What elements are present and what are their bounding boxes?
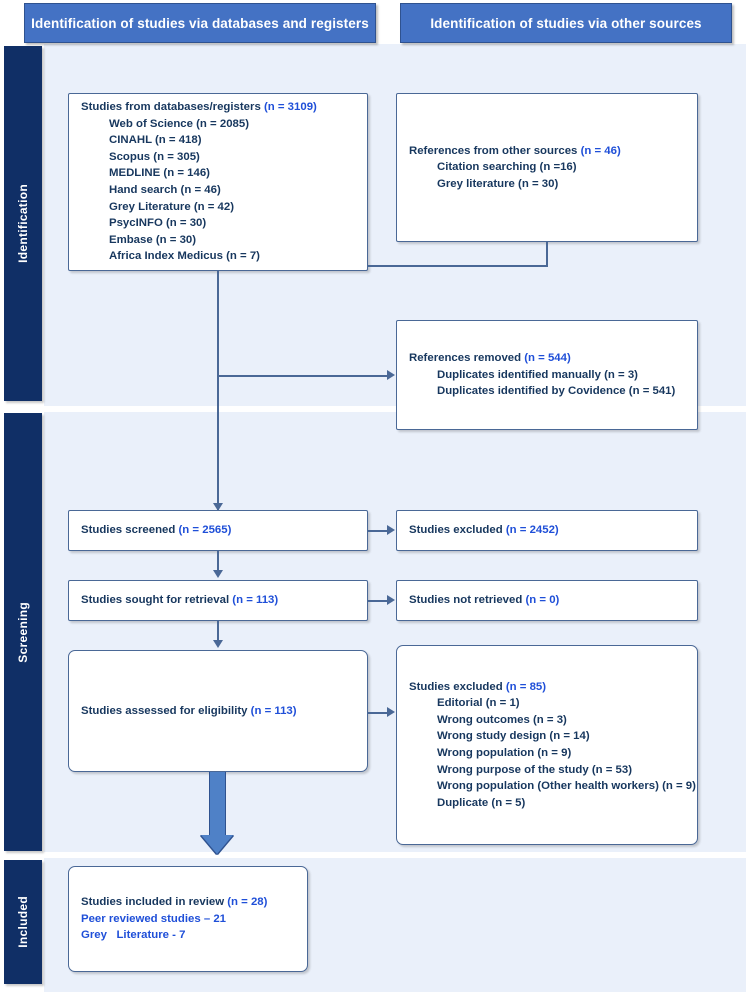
box-databases-item: PsycINFO (n = 30) [109,217,207,230]
box-studies-excluded-eligibility-item: Wrong population (n = 9) [437,747,572,759]
connector-identification-spine [217,271,219,511]
box-studies-screened-title: Studies screened (n = 2565) [81,524,232,537]
connector-screened-to-excluded [368,530,388,532]
box-studies-excluded-eligibility: Studies excluded (n = 85) Editorial (n =… [396,645,698,845]
box-databases-item: Africa Index Medicus (n = 7) [109,250,260,263]
block-arrow-head [201,835,233,854]
arrow-right-to-studies-excluded [387,524,395,535]
box-references-removed-item: Duplicates identified manually (n = 3) [437,368,638,381]
stage-band-identification-label: Identification [16,184,30,263]
header-bar-databases: Identification of studies via databases … [24,3,376,43]
box-studies-excluded-screened-title: Studies excluded (n = 2452) [409,524,559,537]
box-databases-item: Grey Literature (n = 42) [109,200,235,213]
box-studies-excluded-eligibility-item: Duplicate (n = 5) [437,796,526,809]
box-studies-excluded-eligibility-item: Wrong population (Other health workers) … [437,780,696,793]
box-other-sources-item: Citation searching (n =16) [437,161,577,174]
box-studies-included-line: Grey Literature - 7 [81,929,186,942]
stage-band-screening: Screening [4,413,42,851]
box-databases-item: Scopus (n = 305) [109,150,200,163]
connector-sought-to-eligibility [217,621,219,642]
box-studies-included-line: Peer reviewed studies – 21 [81,912,226,925]
connector-other-sources-left [368,265,548,267]
box-studies-excluded-eligibility-item: Wrong outcomes (n = 3) [437,713,567,726]
arrow-right-to-studies-excluded-eligibility [387,706,395,717]
connector-sought-to-not-retrieved [368,600,388,602]
box-studies-sought: Studies sought for retrieval (n = 113) [68,580,368,621]
stage-band-included: Included [4,860,42,984]
box-other-sources-title: References from other sources (n = 46) [409,144,621,157]
box-studies-screened: Studies screened (n = 2565) [68,510,368,551]
connector-screened-to-sought [217,551,219,572]
arrow-down-to-sought [212,570,223,578]
stage-band-included-label: Included [16,896,30,948]
box-studies-included-title: Studies included in review (n = 28) [81,896,268,909]
box-studies-excluded-eligibility-title: Studies excluded (n = 85) [409,680,547,693]
connector-to-references-removed [217,375,388,377]
box-databases-item: Hand search (n = 46) [109,184,221,196]
box-studies-not-retrieved-title: Studies not retrieved (n = 0) [409,594,560,607]
box-databases-registers: Studies from databases/registers (n = 31… [68,93,368,271]
block-arrow-shaft [209,772,226,836]
stage-band-identification: Identification [4,46,42,401]
box-databases-item: MEDLINE (n = 146) [109,167,210,180]
box-databases-item: Web of Science (n = 2085) [109,117,250,130]
block-arrow-to-included [201,772,234,854]
arrow-right-to-not-retrieved [387,594,395,605]
arrow-down-to-eligibility [212,640,223,648]
header-bar-databases-label: Identification of studies via databases … [31,15,369,31]
box-studies-excluded-eligibility-item: Wrong purpose of the study (n = 53) [437,763,633,776]
box-studies-included: Studies included in review (n = 28) Peer… [68,866,308,972]
box-references-removed: References removed (n = 544) Duplicates … [396,320,698,430]
header-bar-other-sources: Identification of studies via other sour… [400,3,732,43]
box-studies-not-retrieved: Studies not retrieved (n = 0) [396,580,698,621]
header-bar-other-sources-label: Identification of studies via other sour… [430,15,702,31]
box-references-removed-item: Duplicates identified by Covidence (n = … [437,385,676,398]
stage-band-screening-label: Screening [16,601,30,663]
box-studies-eligibility-title: Studies assessed for eligibility (n = 11… [81,704,297,717]
box-databases-item: CINAHL (n = 418) [109,134,202,147]
box-studies-sought-title: Studies sought for retrieval (n = 113) [81,594,279,607]
connector-eligibility-to-excluded [368,712,388,714]
arrow-down-to-screened [212,503,223,511]
box-studies-eligibility: Studies assessed for eligibility (n = 11… [68,650,368,772]
box-studies-excluded-eligibility-item: Editorial (n = 1) [437,697,520,710]
box-other-sources: References from other sources (n = 46) C… [396,93,698,242]
box-references-removed-title: References removed (n = 544) [409,352,571,365]
arrow-right-to-references-removed [387,369,395,380]
box-studies-excluded-screened: Studies excluded (n = 2452) [396,510,698,551]
connector-other-sources-down [546,242,548,266]
box-other-sources-item: Grey literature (n = 30) [437,177,559,190]
box-databases-item: Embase (n = 30) [109,233,197,246]
box-studies-excluded-eligibility-item: Wrong study design (n = 14) [437,730,590,743]
box-databases-title: Studies from databases/registers (n = 31… [81,101,317,114]
